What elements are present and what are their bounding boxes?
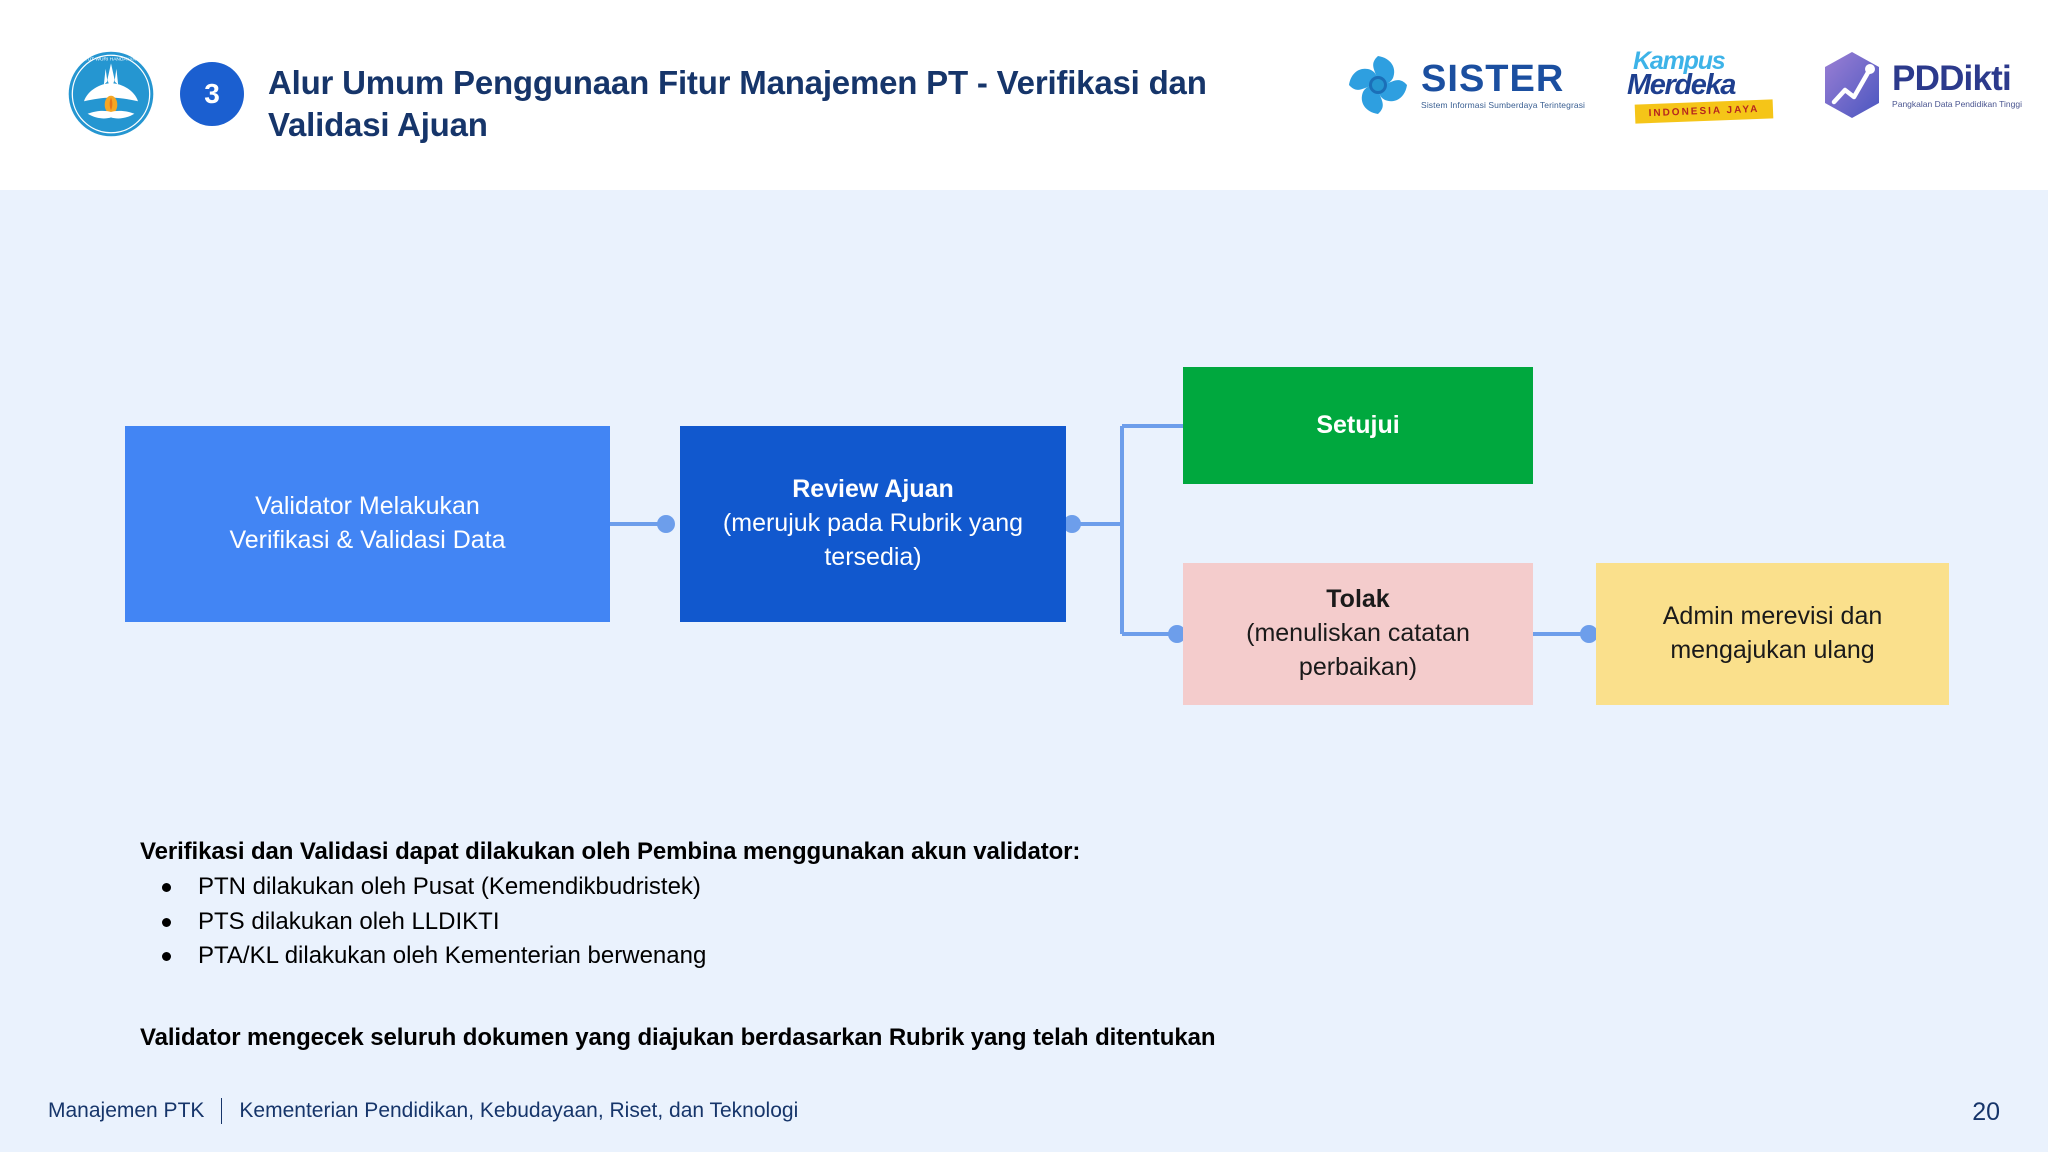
bullet-dot-icon [162, 883, 171, 892]
pddikti-wordmark: PDDikti [1892, 59, 2012, 99]
page-title: Alur Umum Penggunaan Fitur Manajemen PT … [268, 64, 1207, 144]
pddikti-tagline: Pangkalan Data Pendidikan Tinggi [1892, 99, 2022, 110]
flow-box-tolak-subtitle: (menuliskan catatan perbaikan) [1246, 619, 1470, 681]
notes-heading: Verifikasi dan Validasi dapat dilakukan … [140, 838, 1081, 865]
sister-mark-icon [1345, 52, 1411, 118]
footer-left: Manajemen PTK Kementerian Pendidikan, Ke… [48, 1098, 798, 1124]
kemdikbud-logo-icon: TUT WURI HANDAYANI [66, 48, 156, 140]
list-item: PTA/KL dilakukan oleh Kementerian berwen… [140, 939, 1640, 974]
kampus-merdeka-logo: Kampus Merdeka INDONESIA JAYA [1627, 45, 1779, 125]
slide-body: Validator Melakukan Verifikasi & Validas… [0, 190, 2048, 1152]
list-item: PTN dilakukan oleh Pusat (Kemendikbudris… [140, 870, 1640, 905]
flow-box-review-subtitle: (merujuk pada Rubrik yang tersedia) [722, 509, 1024, 571]
kampus-merdeka-ribbon-label: INDONESIA JAYA [1648, 103, 1760, 120]
footer-primary-label: Manajemen PTK [48, 1099, 205, 1122]
pddikti-logo: PDDikti Pangkalan Data Pendidikan Tinggi [1821, 50, 2022, 120]
bullet-dot-icon [162, 952, 171, 962]
notes-footline: Validator mengecek seluruh dokumen yang … [140, 1023, 1216, 1051]
flow-box-admin-revisi[interactable]: Admin merevisi dan mengajukan ulang [1596, 563, 1949, 705]
page-number: 20 [1972, 1098, 2000, 1126]
footer-divider [221, 1098, 223, 1124]
pddikti-hex-icon [1821, 50, 1883, 120]
flow-box-tolak[interactable]: Tolak (menuliskan catatan perbaikan) [1183, 563, 1533, 705]
list-item-label: PTN dilakukan oleh Pusat (Kemendikbudris… [198, 873, 701, 900]
bullet-dot-icon [162, 917, 171, 927]
flow-box-validator-label: Validator Melakukan Verifikasi & Validas… [229, 492, 506, 554]
notes-block: Verifikasi dan Validasi dapat dilakukan … [140, 838, 1640, 1052]
flow-box-review-ajuan[interactable]: Review Ajuan (merujuk pada Rubrik yang t… [680, 426, 1066, 622]
slide-header: TUT WURI HANDAYANI 3 Alur Umum Penggunaa… [0, 0, 2048, 190]
connector-dot-review-in [657, 515, 675, 533]
flow-box-setujui[interactable]: Setujui [1183, 367, 1533, 484]
sister-tagline: Sistem Informasi Sumberdaya Terintegrasi [1421, 100, 1586, 111]
flow-box-setujui-label: Setujui [1316, 410, 1400, 439]
list-item-label: PTS dilakukan oleh LLDIKTI [198, 907, 500, 935]
flow-box-validator[interactable]: Validator Melakukan Verifikasi & Validas… [125, 426, 610, 622]
list-item: PTS dilakukan oleh LLDIKTI [140, 905, 1640, 940]
list-item-label: PTA/KL dilakukan oleh Kementerian berwen… [198, 942, 707, 970]
flow-box-tolak-title: Tolak [1326, 585, 1390, 614]
kampus-merdeka-line2: Merdeka [1627, 69, 1736, 101]
kampus-merdeka-ribbon: INDONESIA JAYA [1634, 99, 1774, 124]
footer-secondary-label: Kementerian Pendidikan, Kebudayaan, Rise… [239, 1099, 799, 1122]
step-number-badge: 3 [180, 62, 244, 126]
kampus-merdeka-line1: Kampus [1633, 47, 1726, 75]
sister-wordmark: SISTER [1421, 58, 1565, 101]
sister-logo: SISTER Sistem Informasi Sumberdaya Terin… [1345, 52, 1585, 118]
flow-box-admin-label: Admin merevisi dan mengajukan ulang [1662, 602, 1883, 664]
svg-text:TUT WURI HANDAYANI: TUT WURI HANDAYANI [85, 57, 138, 63]
flow-box-review-title: Review Ajuan [792, 475, 954, 504]
partner-logo-strip: SISTER Sistem Informasi Sumberdaya Terin… [1345, 42, 2022, 128]
notes-bullet-list: PTN dilakukan oleh Pusat (Kemendikbudris… [140, 870, 1640, 974]
